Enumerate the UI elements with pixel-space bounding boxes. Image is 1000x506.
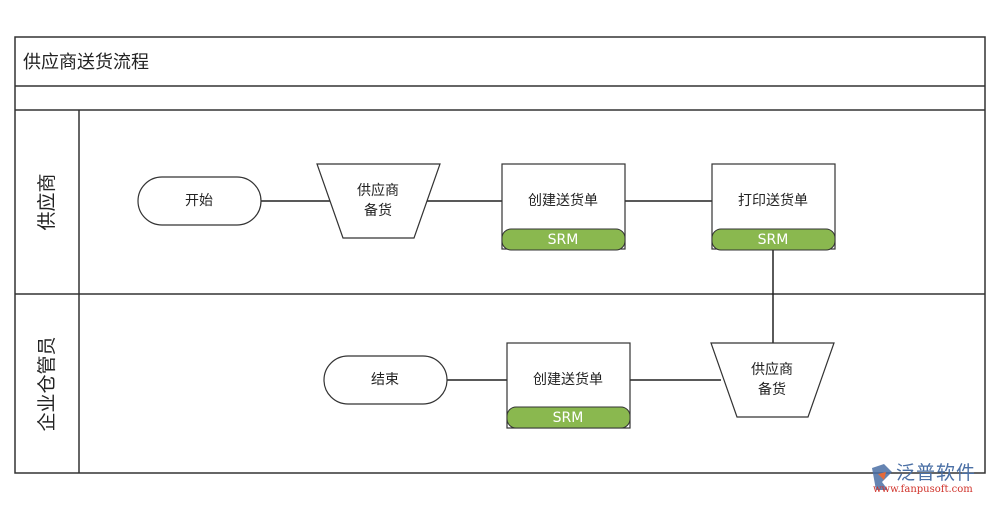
srm-tag-1: [501, 228, 626, 251]
brand-logo-icon: [872, 464, 892, 490]
lane-label-warehouse: 企业仓管员: [36, 336, 58, 431]
supplier-prep-node-2: [710, 342, 835, 418]
supplier-prep-2-line2: 备货: [758, 381, 786, 398]
srm-tag-1-label: SRM: [548, 232, 579, 248]
print-delivery-label: 打印送货单: [738, 192, 808, 209]
supplier-prep-1-line2: 备货: [364, 202, 392, 219]
supplier-prep-1-line1: 供应商: [357, 182, 399, 199]
lane-label-supplier: 供应商: [36, 173, 58, 230]
srm-tag-2-label: SRM: [758, 232, 789, 248]
end-label: 结束: [371, 372, 399, 388]
srm-tag-3-label: SRM: [553, 410, 584, 426]
diagram-title: 供应商送货流程: [23, 52, 149, 73]
start-label: 开始: [185, 193, 213, 209]
create-delivery-2-label: 创建送货单: [533, 371, 603, 388]
end-node: [323, 355, 448, 405]
supplier-prep-2-line1: 供应商: [751, 361, 793, 378]
create-delivery-1-label: 创建送货单: [528, 192, 598, 209]
brand-url: www.fanpusoft.com: [873, 484, 973, 495]
start-node: [137, 176, 262, 226]
srm-tag-3: [506, 406, 631, 429]
supplier-prep-node-1: [316, 163, 441, 239]
srm-tag-2: [711, 228, 836, 251]
brand-name: 泛普软件: [896, 462, 977, 484]
diagram-frame: [14, 36, 986, 474]
